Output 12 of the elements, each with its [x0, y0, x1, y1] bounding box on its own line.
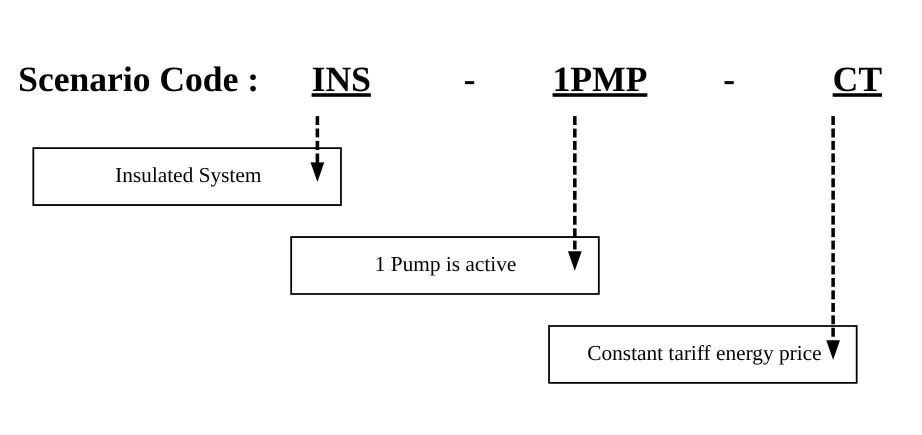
node-box: 1 Pump is active	[290, 236, 600, 295]
label: -	[464, 59, 476, 100]
label: Scenario Code :	[18, 59, 260, 100]
arrow	[310, 116, 324, 182]
node-text: INS	[312, 59, 371, 100]
arrow	[568, 116, 582, 271]
arrow	[826, 116, 840, 360]
node-box: Insulated System	[32, 147, 342, 206]
node-box: Constant tariff energy price	[548, 325, 858, 384]
node-text: CT	[832, 59, 882, 100]
node-text: 1PMP	[552, 59, 648, 100]
label: -	[723, 59, 736, 100]
